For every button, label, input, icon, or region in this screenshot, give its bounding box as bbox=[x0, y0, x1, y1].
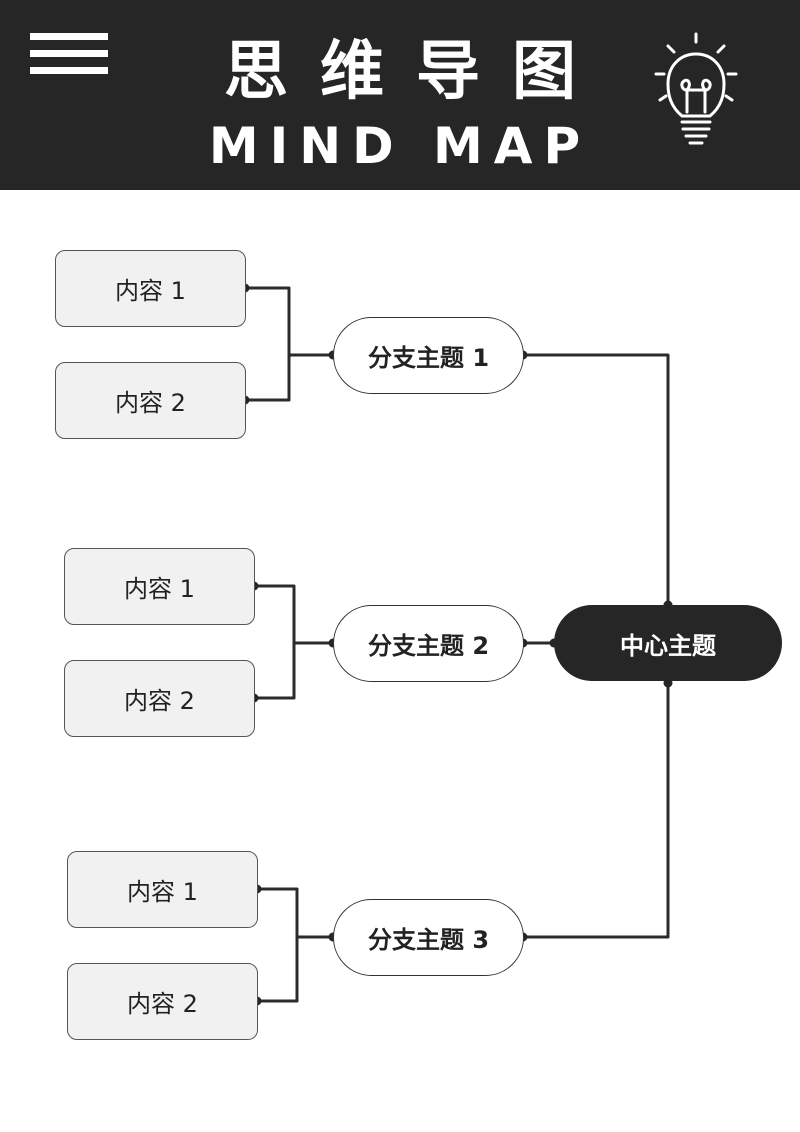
connector-branch-3-items bbox=[257, 887, 333, 1003]
branch-node-3[interactable]: 分支主题 3 bbox=[333, 899, 524, 976]
content-node-1-2[interactable]: 内容 2 bbox=[55, 362, 246, 439]
connector-center-to-branch-3 bbox=[523, 683, 670, 939]
center-topic-node[interactable]: 中心主题 bbox=[554, 605, 782, 681]
page-title-chinese: 思维导图 bbox=[224, 35, 608, 109]
content-node-3-2[interactable]: 内容 2 bbox=[67, 963, 258, 1040]
content-node-2-2[interactable]: 内容 2 bbox=[64, 660, 255, 737]
connector-branch-2-items bbox=[254, 584, 333, 700]
branch-node-2[interactable]: 分支主题 2 bbox=[333, 605, 524, 682]
hamburger-menu-icon[interactable] bbox=[30, 33, 108, 77]
content-node-1-1[interactable]: 内容 1 bbox=[55, 250, 246, 327]
branch-node-1[interactable]: 分支主题 1 bbox=[333, 317, 524, 394]
page-title-english: MIND MAP bbox=[208, 117, 592, 175]
connector-center-to-branch-1 bbox=[523, 353, 670, 605]
content-node-3-1[interactable]: 内容 1 bbox=[67, 851, 258, 928]
lightbulb-icon bbox=[654, 32, 738, 145]
content-node-2-1[interactable]: 内容 1 bbox=[64, 548, 255, 625]
connector-branch-1-items bbox=[245, 286, 333, 402]
header-banner: 思维导图 MIND MAP bbox=[0, 0, 800, 190]
